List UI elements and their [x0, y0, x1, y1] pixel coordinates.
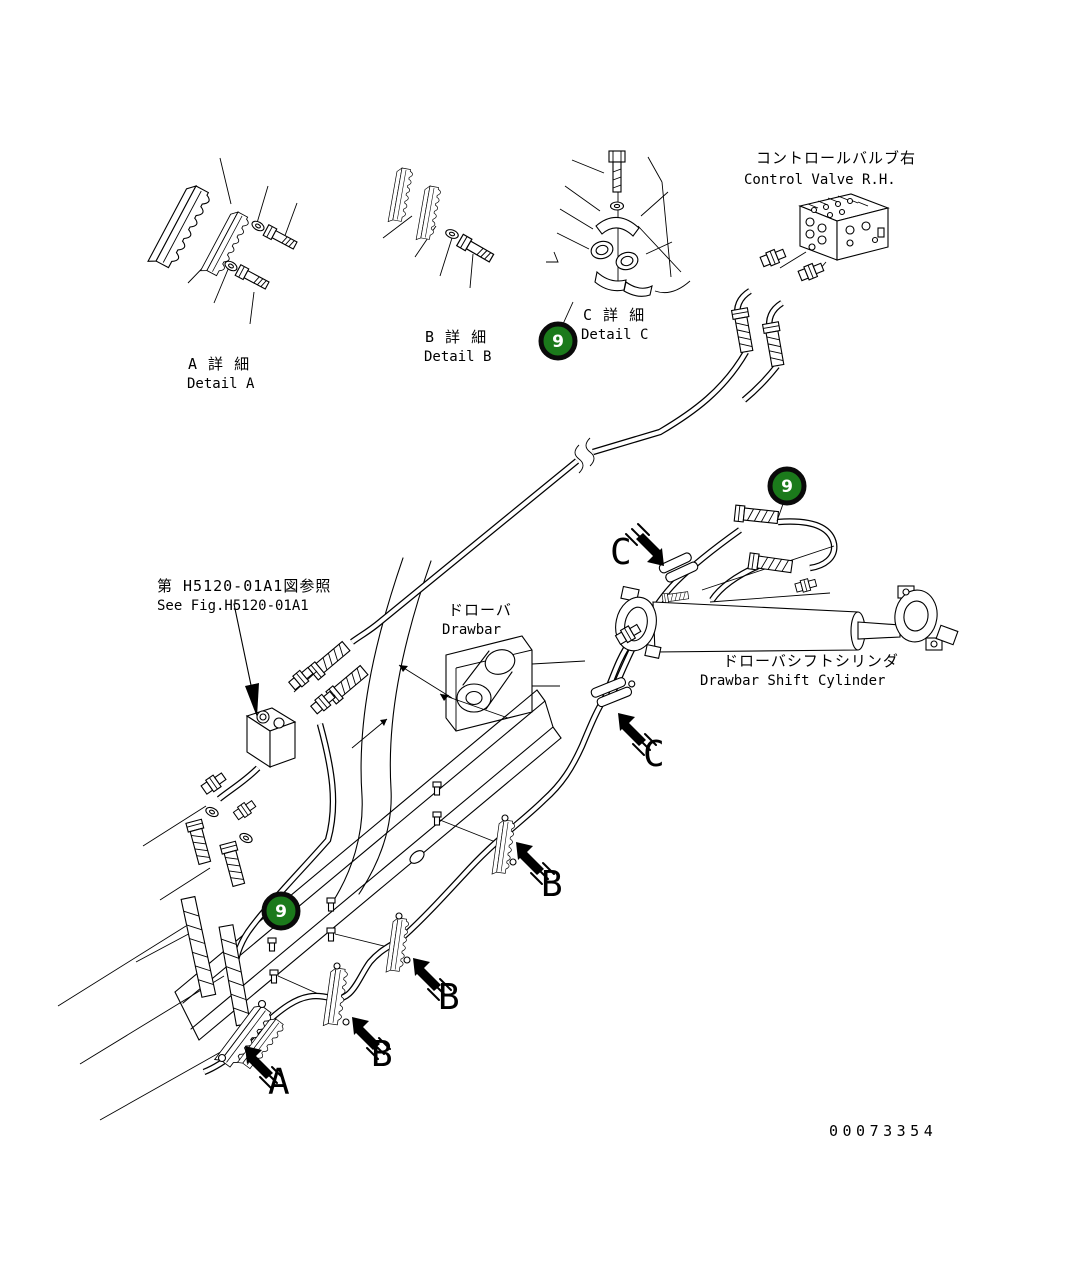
washer [237, 831, 255, 845]
fitting [796, 259, 826, 284]
clamp-bolt [432, 781, 442, 796]
hose-end [762, 321, 787, 368]
view-letter-c: C [610, 532, 632, 573]
callout-balloon-detail-c[interactable]: 9 [538, 301, 578, 361]
cylinder-barrel [652, 601, 859, 653]
hose-end [733, 504, 780, 527]
detail-c-view [546, 150, 691, 297]
clamp-c-upper [658, 552, 699, 583]
hose-end [731, 307, 756, 354]
bolt-head [608, 150, 626, 163]
saddle-clamp-lower [623, 281, 653, 297]
text-labels: コントロールバルブ右 Control Valve R.H. A 詳 細 Deta… [157, 149, 937, 1140]
washer [249, 218, 267, 234]
clamp-b-lower [322, 962, 350, 1029]
detail-b-label-jp: B 詳 細 [425, 328, 487, 346]
see-fig-label-jp: 第 H5120-01A1図参照 [157, 577, 331, 595]
bolt [262, 224, 299, 252]
control-valve-label-en: Control Valve R.H. [744, 172, 896, 188]
control-valve-label-jp: コントロールバルブ右 [756, 149, 916, 167]
callout-number: 9 [781, 477, 793, 497]
detail-c-label-en: Detail C [581, 327, 648, 343]
callout-number: 9 [552, 332, 564, 352]
clamp-bolt [267, 937, 277, 952]
clamp-bolt [432, 811, 442, 826]
clamp-bolt [326, 897, 336, 912]
view-letter-b: B [541, 864, 563, 905]
figure-number: 00073354 [829, 1122, 937, 1140]
serrated-clamp [147, 182, 213, 274]
detail-c-label-jp: C 詳 細 [583, 306, 645, 324]
fitting [793, 576, 818, 595]
view-letter-b: B [438, 977, 460, 1018]
see-fig-label-en: See Fig.H5120-01A1 [157, 598, 309, 614]
hose-end [219, 840, 248, 888]
frame-clamps [214, 552, 699, 1073]
saddle-clamp-upper [595, 216, 640, 237]
view-arrow-c2 [625, 523, 665, 567]
fitting [758, 245, 788, 270]
cylinder-rod [857, 621, 901, 640]
detail-b-label-en: Detail B [424, 349, 491, 365]
detail-a-view [147, 157, 299, 325]
washer [203, 805, 221, 819]
callout-balloons: 9 9 9 [261, 301, 807, 931]
washer [609, 201, 625, 211]
clamp-a [214, 999, 286, 1073]
view-letter-c: C [643, 734, 665, 775]
fitting [231, 797, 258, 822]
detail-a-label-en: Detail A [187, 376, 255, 392]
shift-cylinder-group [613, 504, 959, 659]
drawbar-frame [57, 557, 586, 1121]
detail-b-view [382, 166, 496, 289]
clamp-bolt [269, 969, 279, 984]
junction-block-group [180, 603, 509, 1027]
hose-end [747, 552, 794, 576]
clamp-c-lower [590, 677, 636, 708]
hose-end [185, 818, 214, 866]
clamp-b-upper [491, 814, 517, 877]
drawbar-label-jp: ドローバ [448, 601, 512, 619]
serrated-clamp [415, 184, 442, 243]
view-arrows: A B B B C C [244, 523, 665, 1103]
cylinder-label-en: Drawbar Shift Cylinder [700, 673, 885, 689]
clamp-bolt [326, 927, 336, 942]
callout-balloon-frame-hose[interactable]: 9 [261, 891, 301, 931]
view-letter-a: A [268, 1062, 290, 1103]
control-valve-group [731, 193, 890, 368]
clamp-b-middle [385, 912, 411, 975]
callout-number: 9 [275, 902, 287, 922]
cylinder-label-jp: ドローバシフトシリンダ [723, 652, 899, 670]
saddle-clamp-lower [594, 270, 627, 292]
bolt [234, 264, 271, 292]
callout-balloon-cylinder-hose[interactable]: 9 [767, 466, 807, 522]
detail-a-label-jp: A 詳 細 [188, 355, 250, 373]
bolt [456, 233, 496, 265]
view-letter-b: B [371, 1034, 393, 1075]
serrated-clamp [387, 166, 414, 225]
washer [443, 227, 461, 241]
drawbar-label-en: Drawbar [442, 622, 501, 638]
